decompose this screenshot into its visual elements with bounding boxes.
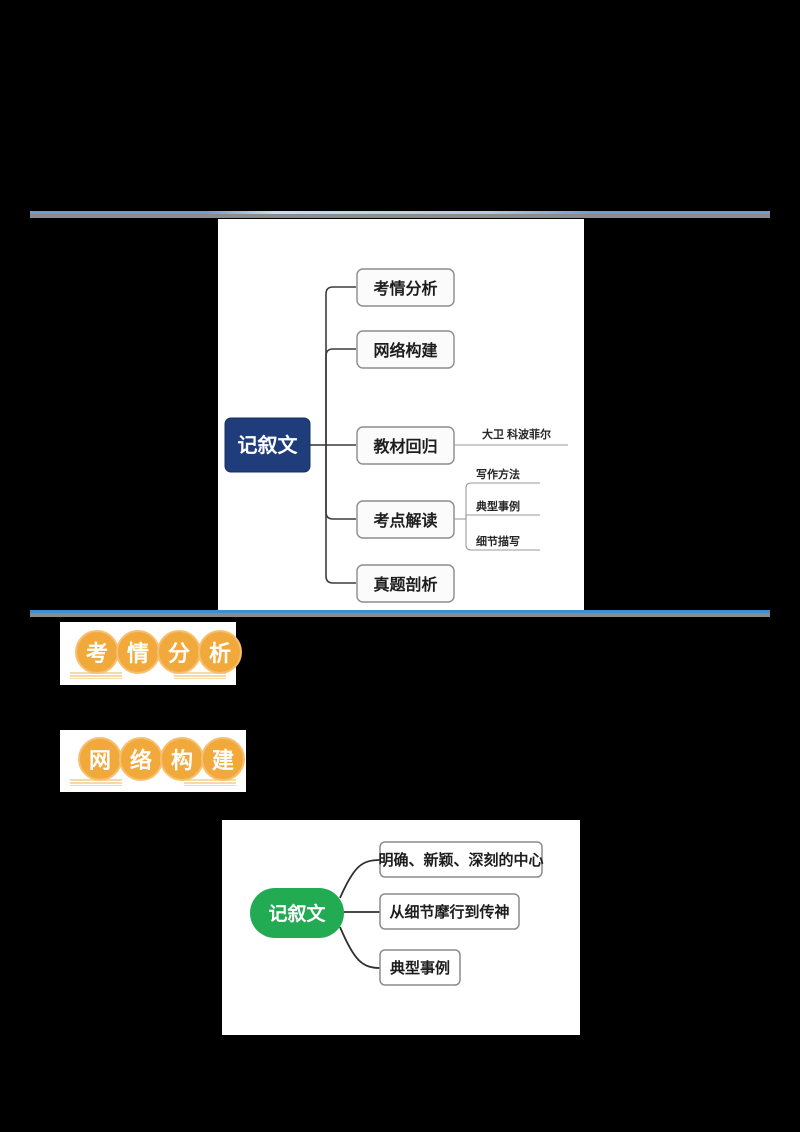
mindmap-top-branch-1-label: 网络构建 <box>373 341 437 360</box>
badge-char-gou: 构 <box>160 737 204 781</box>
mindmap-bottom-branch-0-label: 明确、新颖、深刻的中心 <box>378 851 543 869</box>
mindmap-top-root-label: 记叙文 <box>238 433 299 457</box>
mindmap-bottom-panel: 记叙文 明确、新颖、深刻的中心 从细节摩行到传神 典型事例 <box>222 820 580 1035</box>
mindmap-top-branch-4-label: 真题剖析 <box>373 575 437 594</box>
mindmap-top-branch-3-child-1[interactable]: 典型事例 <box>476 499 520 513</box>
bottom-divider-band <box>30 611 770 617</box>
mindmap-top-branch-2-child-0[interactable]: 大卫 科波菲尔 <box>454 427 568 446</box>
top-divider-band <box>30 212 770 218</box>
badge-deco-right-2 <box>184 779 236 786</box>
mindmap-bottom-branch-1-label: 从细节摩行到传神 <box>389 903 509 921</box>
mindmap-bottom-connectors <box>339 859 381 969</box>
mindmap-top-branch-1[interactable]: 网络构建 <box>356 330 455 369</box>
badge-wangluo-goujian[interactable]: 网 络 构 建 <box>78 737 245 781</box>
mindmap-top-connectors <box>310 286 356 584</box>
badge-deco-left-1 <box>70 672 122 679</box>
badge-deco-right-1 <box>174 672 226 679</box>
mindmap-top-panel: 记叙文 考情分析 网络构建 教材回归 大卫 科波菲尔 考点解读 <box>218 219 584 612</box>
mindmap-top-branch-0-label: 考情分析 <box>373 279 437 298</box>
mindmap-bottom-branch-2-label: 典型事例 <box>390 959 450 977</box>
mindmap-bottom-root-node[interactable]: 记叙文 <box>250 888 344 938</box>
mindmap-top-branch-3-connectors <box>454 482 540 551</box>
mindmap-top-branch-2-label: 教材回归 <box>373 437 437 456</box>
badge-panel-wangluo-goujian: 网 络 构 建 <box>60 730 246 792</box>
mindmap-top-branch-3-child-0[interactable]: 写作方法 <box>476 467 520 481</box>
mindmap-top-branch-0[interactable]: 考情分析 <box>356 268 455 307</box>
mindmap-top-branch-3-label: 考点解读 <box>373 511 437 530</box>
badge-char-xi: 析 <box>198 630 242 674</box>
badge-char-qing: 情 <box>116 630 160 674</box>
mindmap-top-branch-3-child-1-label: 典型事例 <box>476 499 520 513</box>
mindmap-bottom-root-label: 记叙文 <box>268 902 326 925</box>
mindmap-top-branch-2-child-0-label: 大卫 科波菲尔 <box>482 427 551 441</box>
bottom-divider <box>30 608 770 617</box>
badge-wangluo-goujian-circles: 网 络 构 建 <box>78 737 245 781</box>
mindmap-bottom-svg: 记叙文 明确、新颖、深刻的中心 从细节摩行到传神 典型事例 <box>250 841 544 986</box>
mindmap-top-branch-3-child-2-label: 细节描写 <box>476 534 520 548</box>
badge-char-jian: 建 <box>201 737 245 781</box>
badge-char-fen: 分 <box>157 630 201 674</box>
badge-kaoqing-fenxi-circles: 考 情 分 析 <box>75 630 242 674</box>
mindmap-top-branch-3-child-2[interactable]: 细节描写 <box>476 534 520 548</box>
top-divider <box>30 209 770 218</box>
mindmap-top-branch-2[interactable]: 教材回归 <box>356 426 455 465</box>
mindmap-bottom-branch-0[interactable]: 明确、新颖、深刻的中心 <box>378 841 544 878</box>
badge-char-luo: 络 <box>119 737 163 781</box>
badge-panel-kaoqing-fenxi: 考 情 分 析 <box>60 622 242 685</box>
mindmap-top-branch-4[interactable]: 真题剖析 <box>356 564 455 603</box>
mindmap-bottom-branch-2[interactable]: 典型事例 <box>379 949 461 986</box>
top-divider-rule <box>30 211 770 214</box>
bottom-divider-rule <box>30 610 770 613</box>
mindmap-bottom-branch-1[interactable]: 从细节摩行到传神 <box>379 893 520 930</box>
mindmap-top-svg: 记叙文 考情分析 网络构建 教材回归 大卫 科波菲尔 考点解读 <box>224 268 568 603</box>
badge-kaoqing-fenxi[interactable]: 考 情 分 析 <box>75 630 242 674</box>
badge-deco-left-2 <box>70 779 122 786</box>
badge-char-wang: 网 <box>78 737 122 781</box>
mindmap-top-branch-3-child-0-label: 写作方法 <box>476 467 520 481</box>
badge-char-kao: 考 <box>75 630 119 674</box>
mindmap-top-branch-3[interactable]: 考点解读 <box>356 500 455 539</box>
mindmap-top-root-node[interactable]: 记叙文 <box>224 417 311 473</box>
